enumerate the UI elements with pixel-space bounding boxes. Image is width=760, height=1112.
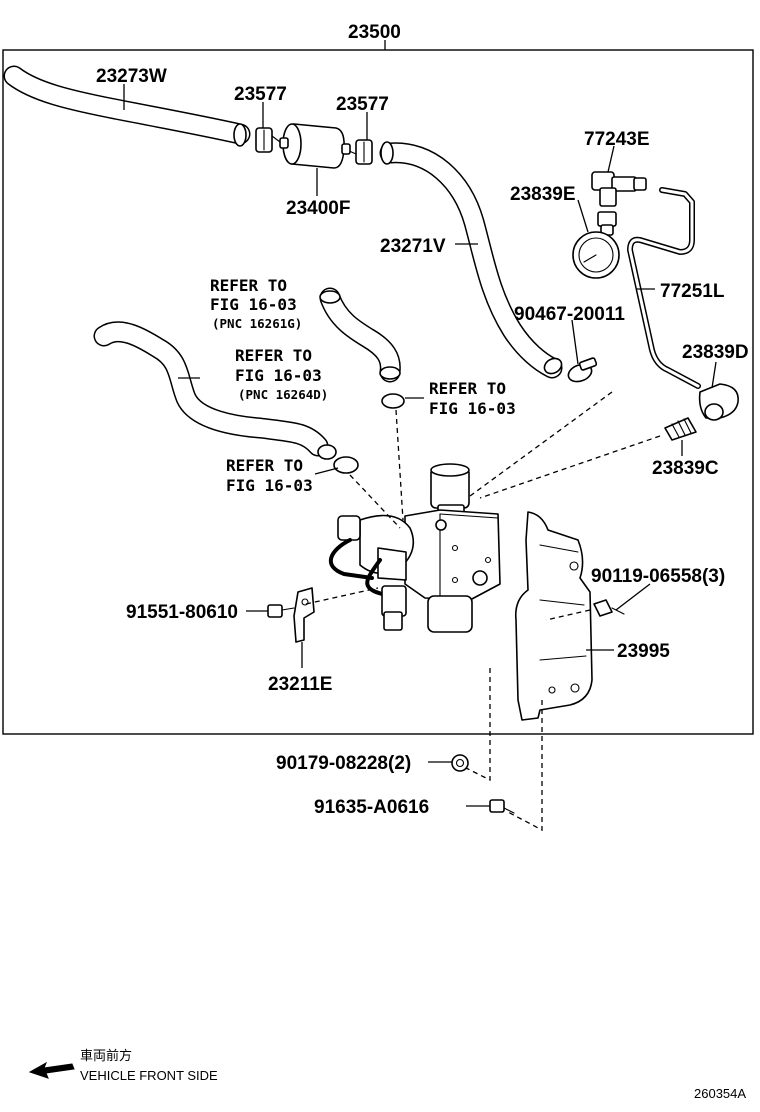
ref-b-line2: FIG 16-03 (235, 366, 322, 385)
bolt-91551 (267, 604, 295, 618)
bracket-23211e (293, 587, 315, 643)
ref-d-line2: FIG 16-03 (226, 476, 313, 495)
ref-a-line2: FIG 16-03 (210, 295, 297, 314)
label-23577-left: 23577 (234, 84, 287, 105)
label-77251l: 77251L (660, 281, 725, 302)
filter-23400f (279, 123, 351, 169)
bolt-90119 (593, 599, 625, 617)
label-23271v: 23271V (380, 236, 446, 257)
label-23273w: 23273W (96, 66, 167, 87)
ref-a-line3: (PNC 16261G) (212, 316, 302, 331)
hose-ref-a (319, 287, 405, 409)
fitting-77243e (591, 171, 647, 207)
dashed-assembly-lines (305, 391, 661, 832)
label-91551: 91551-80610 (126, 602, 238, 623)
ref-b-line1: REFER TO (235, 346, 312, 365)
label-23577-right: 23577 (336, 94, 389, 115)
connector-23839c (664, 417, 697, 441)
gauge-23839e (572, 211, 620, 279)
ref-c-line1: REFER TO (429, 379, 506, 398)
bracket-23995 (514, 511, 593, 721)
direction-en: VEHICLE FRONT SIDE (80, 1068, 218, 1083)
direction-jp: 車両前方 (80, 1048, 132, 1063)
leader-lines (123, 84, 717, 807)
label-23839e: 23839E (510, 184, 576, 205)
ref-b-line3: (PNC 16264D) (238, 387, 328, 402)
clamp-90467 (567, 357, 598, 383)
label-23839c: 23839C (652, 458, 719, 479)
clamp-23577-left (255, 127, 281, 153)
ref-a-line1: REFER TO (210, 276, 287, 295)
label-91635: 91635-A0616 (314, 797, 429, 818)
label-90467: 90467-20011 (514, 304, 625, 325)
label-90119: 90119-06558(3) (591, 566, 725, 587)
ref-c-line2: FIG 16-03 (429, 399, 516, 418)
label-90179: 90179-08228(2) (276, 753, 411, 774)
nut-90179 (451, 754, 469, 772)
label-23400f: 23400F (286, 198, 350, 219)
hose-ref-b (93, 321, 359, 474)
connector-23839d (698, 383, 739, 421)
bolt-91635 (489, 799, 515, 814)
label-23995: 23995 (617, 641, 670, 662)
part-labels: 23273W 23577 23577 23400F 23271V 77243E … (96, 66, 749, 818)
clamp-23577-right (346, 139, 373, 165)
assembly-frame (2, 49, 754, 735)
reference-labels: REFER TO FIG 16-03 (PNC 16261G) REFER TO… (210, 276, 516, 495)
label-23211e: 23211E (268, 674, 332, 695)
figure-code: 260354A (694, 1086, 746, 1101)
label-23839d: 23839D (682, 342, 749, 363)
hose-23273w (3, 65, 251, 147)
vehicle-front-indicator: 車両前方 VEHICLE FRONT SIDE (28, 1048, 218, 1083)
ref-d-line1: REFER TO (226, 456, 303, 475)
assembly-number: 23500 (348, 22, 401, 43)
front-arrow-icon (28, 1061, 75, 1079)
pipe-77251l (627, 187, 701, 389)
label-77243e: 77243E (584, 129, 650, 150)
valve-assembly (328, 463, 501, 633)
hose-23271v (379, 141, 563, 379)
